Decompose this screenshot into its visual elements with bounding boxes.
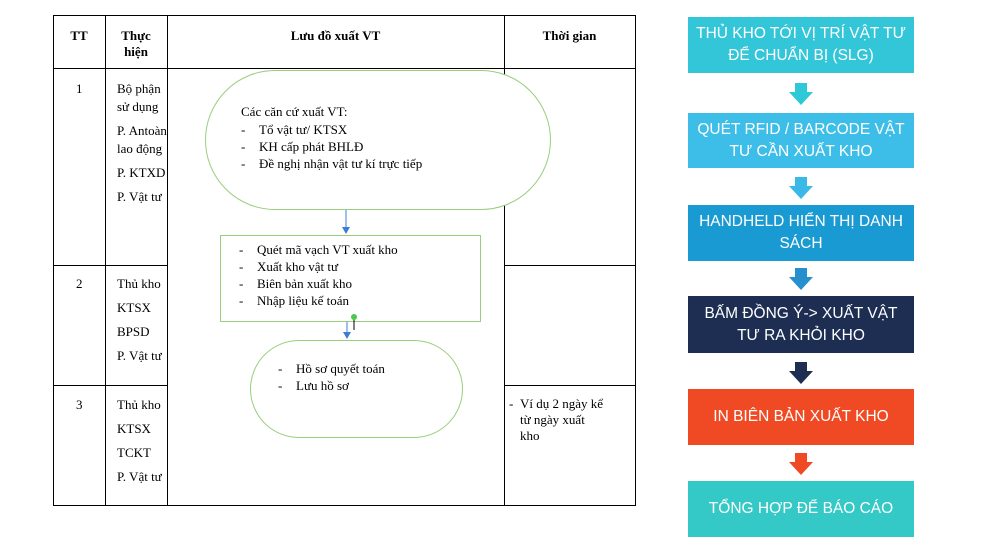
flow-criteria-title: Các căn cứ xuất VT: [241,104,348,119]
down-arrow-icon [789,453,813,475]
flow-criteria-item: -Đề nghị nhận vật tư kí trực tiếp [241,156,423,171]
time-note-line: từ ngày xuất [520,412,585,427]
row-number-1: 1 [76,81,83,96]
flow-box-records [250,340,463,438]
connector-arrowhead-1 [342,227,350,234]
header-time: Thời gian [542,28,597,43]
table-border-right [635,15,636,506]
step-print-report: IN BIÊN BẢN XUẤT KHO [688,389,914,445]
table-row-divider-2-left [53,385,167,386]
flow-export-item: -Biên bản xuất kho [239,276,352,291]
actor-item: P. Antoàn [117,123,167,138]
flow-box-export [220,235,481,322]
table-col-divider-3 [504,15,505,506]
process-table: TT Thực hiện Lưu đồ xuất VT Thời gian 1 … [53,15,636,506]
step-scan-rfid: QUÉT RFID / BARCODE VẬT TƯ CẦN XUẤT KHO [688,113,914,168]
actor-item: KTSX [117,421,151,436]
connector-dot [351,314,357,320]
time-note-line: kho [520,428,540,443]
actor-item: Thủ kho [117,276,161,291]
table-col-divider-1 [105,15,106,506]
table-row-divider-1-left [53,265,167,266]
flow-box-criteria [205,70,551,210]
actor-item: lao động [117,141,163,156]
step-confirm-export: BẤM ĐỒNG Ý-> XUẤT VẬT TƯ RA KHỎI KHO [688,296,914,353]
table-border-bottom [53,505,636,506]
flow-export-item: -Quét mã vạch VT xuất kho [239,242,398,257]
header-actor-line1: Thực [121,28,151,43]
header-actor-line2: hiện [124,44,148,59]
header-tt: TT [70,28,88,43]
row-3-actors: Thủ kho KTSX TCKT P. Vật tư [117,397,167,493]
time-note-dash: - [509,396,514,411]
step-handheld-list: HANDHELD HIỂN THỊ DANH SÁCH [688,205,914,261]
connector-arrowhead-2 [343,332,351,339]
actor-item: BPSD [117,324,150,339]
down-arrow-icon [789,83,813,105]
row-number-2: 2 [76,276,83,291]
actor-item: Bộ phận [117,81,161,96]
down-arrow-icon [789,362,813,384]
table-row-divider-2-right [504,385,636,386]
time-note: -Ví dụ 2 ngày kể từ ngày xuất kho [509,396,633,444]
time-note-line: Ví dụ 2 ngày kể [520,396,604,411]
step-go-to-location: THỦ KHO TỚI VỊ TRÍ VẬT TƯ ĐỂ CHUẨN BỊ (S… [688,17,914,73]
flow-criteria-item: -Tổ vật tư/ KTSX [241,122,348,137]
actor-item: P. KTXD [117,165,166,180]
actor-item: KTSX [117,300,151,315]
flow-records-item: -Lưu hồ sơ [278,378,349,393]
flow-export-item: -Xuất kho vật tư [239,259,339,274]
table-row-divider-1-right [504,265,636,266]
table-border-left [53,15,54,506]
row-2-actors: Thủ kho KTSX BPSD P. Vật tư [117,276,167,372]
down-arrow-icon [789,268,813,290]
flow-criteria-item: -KH cấp phát BHLĐ [241,139,364,154]
table-col-divider-2 [167,15,168,506]
table-border-top [53,15,636,16]
step-summary-report: TỔNG HỢP ĐỂ BÁO CÁO [688,481,914,537]
actor-item: TCKT [117,445,151,460]
actor-item: P. Vật tư [117,469,162,484]
actor-item: P. Vật tư [117,348,162,363]
flow-records-item: -Hồ sơ quyết toán [278,361,385,376]
table-header-divider [53,68,636,69]
header-flow: Lưu đồ xuất VT [290,28,381,43]
actor-item: Thủ kho [117,397,161,412]
header-actor: Thực hiện [105,28,167,60]
down-arrow-icon [789,177,813,199]
actor-item: sử dụng [117,99,159,114]
row-number-3: 3 [76,397,83,412]
row-1-actors: Bộ phận sử dụng P. Antoàn lao động P. KT… [117,81,167,213]
flow-export-item: -Nhập liệu kế toán [239,293,350,308]
actor-item: P. Vật tư [117,189,162,204]
